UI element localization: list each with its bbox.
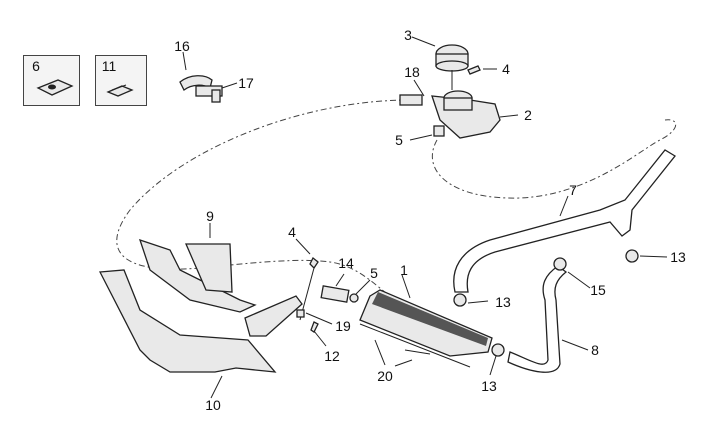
radiator-shroud-part <box>138 238 257 313</box>
callout-8: 8 <box>591 342 599 358</box>
screw-part-12 <box>310 321 319 333</box>
nut-part <box>296 309 305 318</box>
expansion-tank-part <box>399 90 501 139</box>
callout-7: 7 <box>569 182 577 198</box>
lower-cover-part <box>98 269 303 373</box>
callout-18: 18 <box>404 64 420 80</box>
callout-13-a: 13 <box>495 294 511 310</box>
inset-box-clip-nut <box>23 55 80 106</box>
callout-5-top: 5 <box>395 132 403 148</box>
tank-cap-part <box>435 44 469 72</box>
callout-1: 1 <box>400 262 408 278</box>
callout-20: 20 <box>377 368 393 384</box>
callout-15: 15 <box>590 282 606 298</box>
callout-4-top: 4 <box>502 61 510 77</box>
hose-clamp-part <box>491 343 505 357</box>
callout-5-lower: 5 <box>370 265 378 281</box>
overflow-routing-line <box>431 119 677 199</box>
radiator-part <box>359 289 493 357</box>
leader-lines <box>182 36 668 399</box>
callout-13-c: 13 <box>670 249 686 265</box>
hose-clamp-part <box>625 249 639 263</box>
inset-label-11: 11 <box>101 58 117 74</box>
callout-16: 16 <box>174 38 190 54</box>
callout-3: 3 <box>404 27 412 43</box>
callout-4-lower: 4 <box>288 224 296 240</box>
spring-clip-part <box>106 84 134 97</box>
callout-10: 10 <box>205 397 221 413</box>
hose-holder-part <box>179 75 223 103</box>
screw-part-lower <box>309 256 319 270</box>
callout-9: 9 <box>206 208 214 224</box>
clip-nut-part <box>36 79 74 96</box>
callout-12: 12 <box>324 348 340 364</box>
callout-13-b: 13 <box>481 378 497 394</box>
callout-19: 19 <box>335 318 351 334</box>
upper-hose-part <box>453 149 676 293</box>
inset-box-spring-clip <box>95 55 147 106</box>
breather-hose-part <box>320 285 350 303</box>
screw-part <box>467 65 481 75</box>
breather-routing-line <box>116 99 411 301</box>
hose-clamp-part <box>349 293 359 303</box>
callout-2: 2 <box>524 107 532 123</box>
callout-14: 14 <box>338 255 354 271</box>
callout-17: 17 <box>238 75 254 91</box>
inset-label-6: 6 <box>32 58 40 74</box>
hose-clamp-part <box>553 257 567 271</box>
hose-clamp-part <box>453 293 467 307</box>
lower-hose-part <box>507 265 568 373</box>
